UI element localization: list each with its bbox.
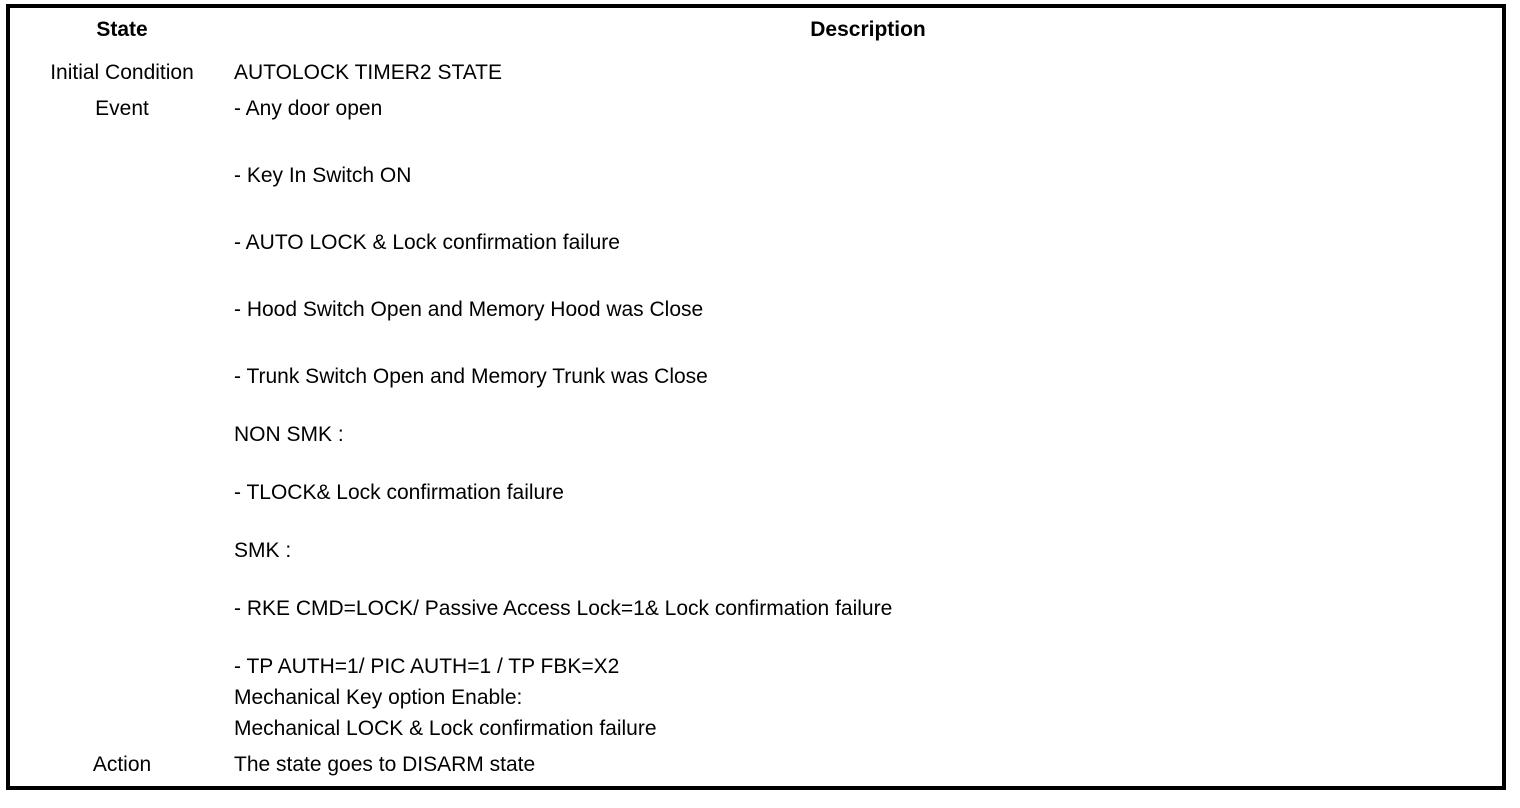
table-row: Mechanical Key option Enable: Mechanical… (10, 682, 1502, 744)
row-description-mechanical-key: Mechanical Key option Enable: Mechanical… (234, 682, 1502, 744)
description-line: - Any door open (234, 97, 383, 120)
table-row: Action The state goes to DISARM state (10, 744, 1502, 786)
description-line: The state goes to DISARM state (234, 753, 536, 776)
column-header-state: State (10, 8, 234, 52)
table-row: SMK : - RKE CMD=LOCK/ Passive Access Loc… (10, 508, 1502, 682)
description-line: - Key In Switch ON (234, 164, 412, 187)
row-description-non-smk: NON SMK : - TLOCK& Lock confirmation fai… (234, 392, 1502, 508)
group-heading: NON SMK : (234, 423, 344, 446)
row-description-initial-condition: AUTOLOCK TIMER2 STATE (234, 52, 1502, 94)
row-label-event: Event (10, 94, 234, 744)
table: State Description Initial Condition AUTO… (10, 8, 1502, 786)
state-description-table: State Description Initial Condition AUTO… (6, 4, 1506, 790)
row-description-action: The state goes to DISARM state (234, 744, 1502, 786)
description-line: - AUTO LOCK & Lock confirmation failure (234, 231, 620, 254)
row-label-action: Action (10, 744, 234, 786)
row-label-text: Initial Condition (50, 61, 194, 84)
table-row: Event - Any door open - Key In Switch ON… (10, 94, 1502, 744)
row-label-text: Action (92, 753, 152, 776)
table-header-row: State Description (10, 8, 1502, 52)
row-label-initial-condition: Initial Condition (10, 52, 234, 94)
description-line: - RKE CMD=LOCK/ Passive Access Lock=1& L… (234, 597, 893, 620)
table-row: Initial Condition AUTOLOCK TIMER2 STATE (10, 52, 1502, 94)
description-line: - Trunk Switch Open and Memory Trunk was… (234, 365, 708, 388)
row-label-text: Event (95, 97, 149, 120)
description-line: - TP AUTH=1/ PIC AUTH=1 / TP FBK=X2 (234, 655, 620, 678)
description-line: Mechanical Key option Enable: (234, 686, 523, 709)
group-heading: SMK : (234, 539, 292, 562)
table-row: NON SMK : - TLOCK& Lock confirmation fai… (10, 392, 1502, 508)
row-description-smk: SMK : - RKE CMD=LOCK/ Passive Access Loc… (234, 508, 1502, 682)
description-line: Mechanical LOCK & Lock confirmation fail… (234, 717, 657, 740)
row-description-event-list: - Any door open - Key In Switch ON - AUT… (234, 94, 1502, 392)
description-line: - TLOCK& Lock confirmation failure (234, 481, 564, 504)
column-header-description: Description (234, 8, 1502, 52)
description-line: - Hood Switch Open and Memory Hood was C… (234, 298, 704, 321)
description-line: AUTOLOCK TIMER2 STATE (234, 61, 502, 84)
